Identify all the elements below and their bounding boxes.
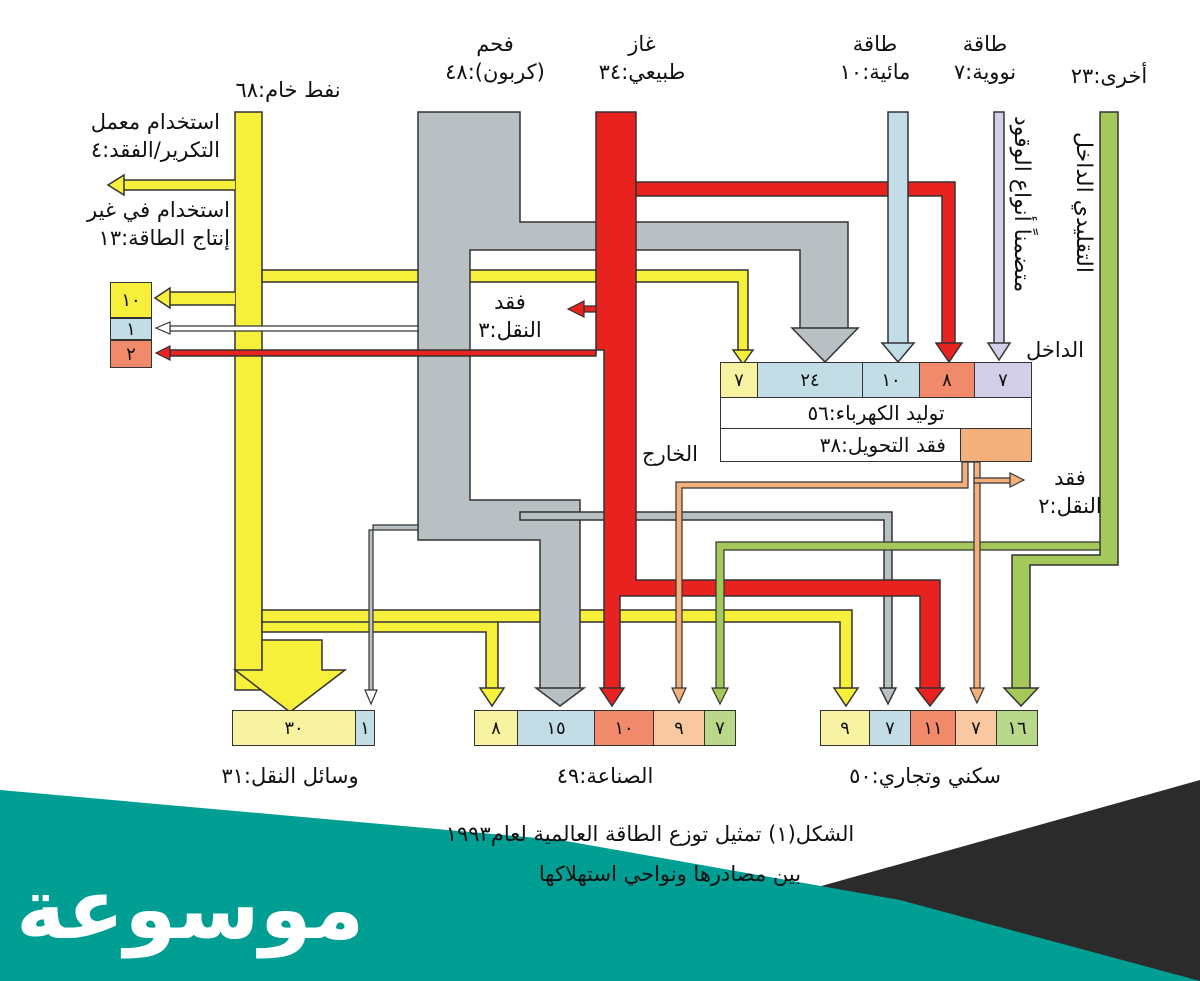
source-oil-label: نفط خام:٦٨ xyxy=(235,78,341,102)
electricity-generation-band: توليد الكهرباء:٥٦ xyxy=(720,397,1032,429)
coal-residential-arrowhead xyxy=(878,687,898,706)
coal-to-transport xyxy=(368,524,419,693)
residential-gas-cell: ١١ xyxy=(910,710,956,746)
inside-label: الداخل xyxy=(1026,338,1084,362)
transport-loss-right-label: فقد النقل:٢ xyxy=(1038,466,1102,519)
gas-nonenergy-arrowhead xyxy=(154,345,171,361)
industry-gas-cell: ١٠ xyxy=(594,710,654,746)
industry-oil-cell: ٨ xyxy=(474,710,518,746)
oil-flow xyxy=(234,111,263,691)
other-industry-arrowhead xyxy=(711,687,729,706)
loss-industry-arrowhead xyxy=(671,687,687,705)
traditional-fuel-label: متضمناً أنواع الوقود xyxy=(1009,116,1034,293)
transport-coal-cell: ١ xyxy=(355,710,375,746)
oil-to-nonenergy xyxy=(167,291,235,306)
other-residential-arrowhead xyxy=(1002,687,1040,708)
coal-transport-arrowhead xyxy=(364,689,378,706)
electricity-oil-cell: ٧ xyxy=(720,362,758,398)
source-nuclear-label: طاقة نووية:٧ xyxy=(953,32,1017,85)
residential-loss-cell: ٧ xyxy=(955,710,997,746)
residential-sink-label: سكني وتجاري:٥٠ xyxy=(849,764,1001,788)
electricity-coal-cell: ٢٤ xyxy=(757,362,863,398)
oil-main-arrow xyxy=(232,639,348,713)
transport-oil-cell: ٣٠ xyxy=(232,710,356,746)
gas-electricity-arrowhead xyxy=(934,342,964,364)
transport-sink-label: وسائل النقل:٣١ xyxy=(221,764,359,788)
brand-teal-band-upper xyxy=(0,790,1200,981)
oil-to-refinery xyxy=(121,179,235,191)
caption-line-1: الشكل(١) تمثيل توزع الطاقة العالمية لعام… xyxy=(445,822,855,846)
electricity-hydro-cell: ١٠ xyxy=(862,362,920,398)
industry-coal-cell: ١٥ xyxy=(517,710,595,746)
residential-oil-cell: ٩ xyxy=(820,710,870,746)
gas-industry-arrowhead xyxy=(598,687,626,708)
industry-other-cell: ٧ xyxy=(704,710,736,746)
gas-loss-arrowhead xyxy=(566,300,585,318)
oil-nonenergy-arrowhead xyxy=(153,286,171,310)
source-coal-label: فحم (كربون):٤٨ xyxy=(445,32,545,85)
nonenergy-oil-cell: ١٠ xyxy=(110,282,152,318)
coal-nonenergy-arrowhead xyxy=(154,321,171,335)
residential-other-cell: ١٦ xyxy=(996,710,1038,746)
nonenergy-gas-cell: ٢ xyxy=(110,340,152,368)
transport-loss-top-label: فقد النقل:٣ xyxy=(478,290,542,343)
gas-residential-arrowhead xyxy=(914,687,946,708)
coal-industry-arrowhead xyxy=(533,687,587,707)
caption-line-2: بين مصادرها ونواحي استهلاكها xyxy=(538,862,802,886)
conversion-loss-label: فقد التحويل:٣٨ xyxy=(819,433,946,457)
hydro-arrowhead xyxy=(880,342,916,364)
oil-residential-arrowhead xyxy=(832,687,860,708)
oil-industry-arrowhead xyxy=(478,687,506,708)
refinery-label: استخدام معمل التكرير/الفقد:٤ xyxy=(90,110,220,163)
nonenergy-label: استخدام في غير إنتاج الطاقة:١٣ xyxy=(87,198,230,251)
brand-logo[interactable]: موسوعة xyxy=(16,860,365,958)
loss-transport-arrowhead xyxy=(1009,472,1026,488)
loss-transport xyxy=(973,477,1013,484)
coal-electricity-arrowhead xyxy=(790,327,860,364)
conversion-loss-band: فقد التحويل:٣٨ xyxy=(720,428,1032,462)
oil-electricity-arrowhead xyxy=(731,349,755,366)
nuclear-flow xyxy=(993,111,1005,346)
industry-sink-label: الصناعة:٤٩ xyxy=(556,764,654,788)
residential-coal-cell: ٧ xyxy=(869,710,911,746)
loss-to-residential xyxy=(968,461,981,691)
outside-label: الخارج xyxy=(642,442,698,466)
source-other-label: أخرى:٢٣ xyxy=(1070,64,1148,88)
hydro-flow xyxy=(887,111,909,346)
traditional-fuel-label-2: التقليدي الداخل xyxy=(1071,132,1096,274)
oil-refinery-arrowhead xyxy=(106,173,125,197)
source-hydro-label: طاقة مائية:١٠ xyxy=(839,32,911,85)
nonenergy-coal-cell: ١ xyxy=(110,318,152,340)
source-gas-label: غاز طبيعي:٣٤ xyxy=(598,32,686,85)
conversion-loss-swatch xyxy=(960,429,1031,461)
electricity-nuclear-cell: ٧ xyxy=(974,362,1032,398)
industry-loss-cell: ٩ xyxy=(653,710,705,746)
nuclear-arrowhead xyxy=(986,342,1012,362)
electricity-gas-cell: ٨ xyxy=(919,362,975,398)
coal-to-nonenergy xyxy=(169,325,419,332)
loss-residential-arrowhead xyxy=(969,687,985,705)
